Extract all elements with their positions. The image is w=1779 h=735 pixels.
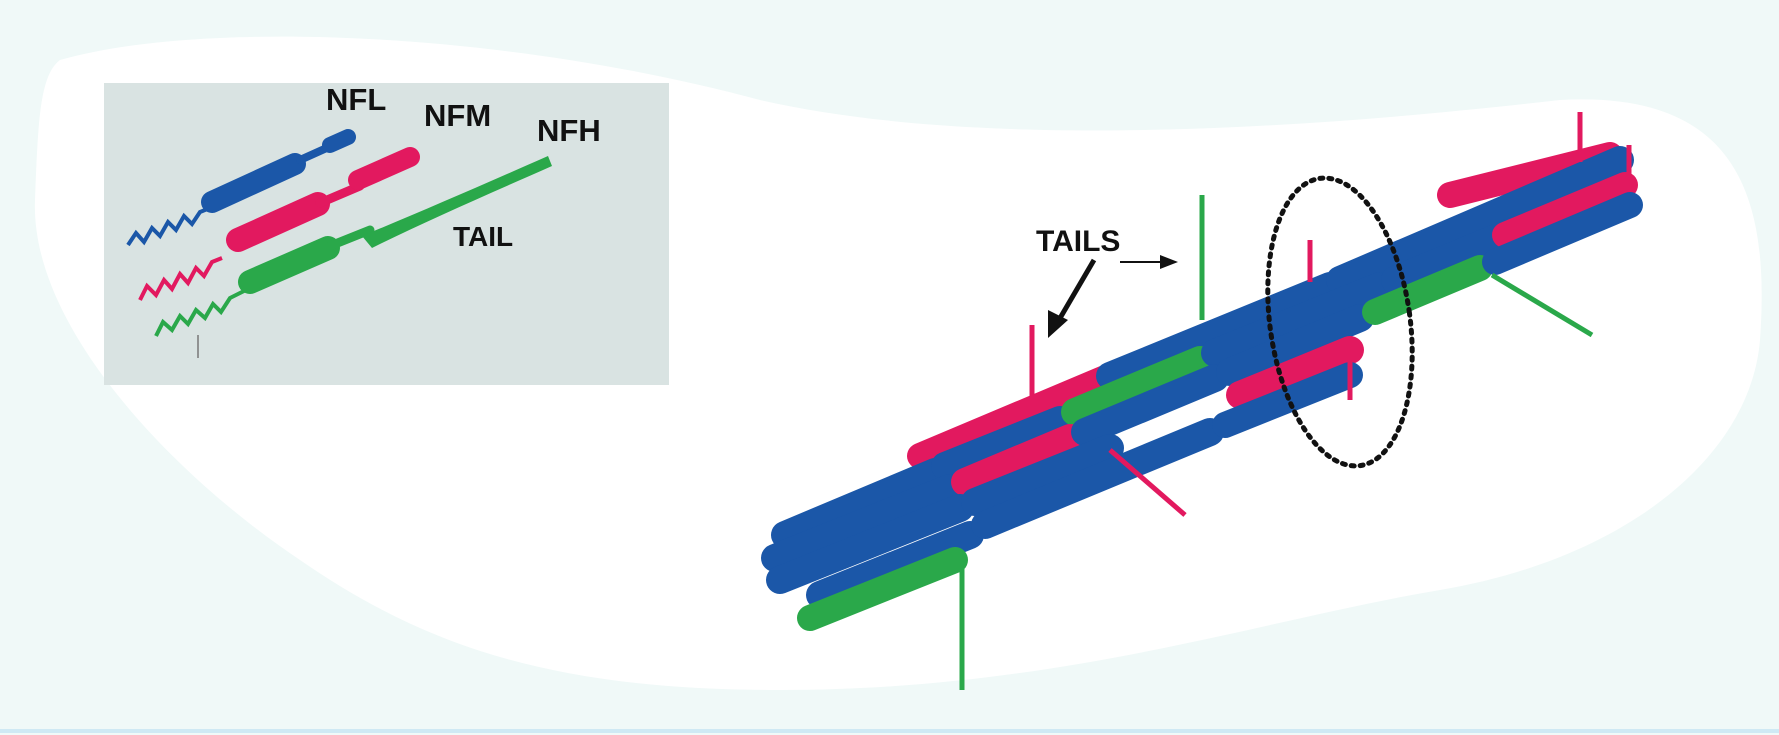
filament-rod xyxy=(797,547,968,631)
filament-rod xyxy=(907,363,1123,469)
nfm-head xyxy=(348,147,420,190)
filament-rod xyxy=(806,521,984,609)
nfm-sidearm xyxy=(1108,448,1187,517)
nfh-long-tail xyxy=(362,156,552,248)
filament-rod xyxy=(1071,364,1229,446)
filament-rod xyxy=(766,494,974,594)
nfl-subunit xyxy=(126,129,356,247)
nfh-tail xyxy=(325,225,375,251)
label-tail: TAIL xyxy=(453,221,513,252)
tails-arrows xyxy=(1048,255,1178,338)
assembled-filament xyxy=(761,112,1643,690)
arrow-head-icon xyxy=(1160,255,1178,269)
label-nfh: NFH xyxy=(537,113,601,148)
filament-rod xyxy=(1096,272,1344,390)
filament-rod xyxy=(971,418,1224,539)
nfm-squiggle xyxy=(138,256,223,301)
filament-rod xyxy=(1061,346,1214,426)
filament-rod xyxy=(771,458,949,549)
filament-rod xyxy=(951,424,1084,496)
nfl-squiggle xyxy=(126,206,211,247)
filament-rod xyxy=(961,434,1124,516)
arrow-shaft xyxy=(1053,258,1097,327)
nfm-subunit xyxy=(138,147,420,301)
filament-rod xyxy=(1492,172,1638,248)
nfh-squiggle xyxy=(154,288,247,337)
filament-rod xyxy=(761,474,964,572)
nfm-rod xyxy=(226,192,330,252)
cross-section-ellipse xyxy=(1265,175,1415,469)
filament-rod xyxy=(1201,272,1394,367)
filament-rod xyxy=(1326,146,1634,294)
label-tails: TAILS xyxy=(1036,225,1120,258)
filament-rod xyxy=(1482,192,1643,275)
nfl-rod xyxy=(201,153,306,213)
nfh-sidearm xyxy=(1490,272,1594,338)
arrow-head-icon xyxy=(1048,310,1068,338)
label-nfm: NFM xyxy=(424,98,491,133)
subunit-inset: NFL NFM NFH TAIL xyxy=(104,82,669,385)
filament-rod xyxy=(1226,336,1364,409)
nfl-head xyxy=(322,129,356,153)
filament-rod xyxy=(1216,304,1374,386)
filament-rod xyxy=(931,406,1074,480)
label-nfl: NFL xyxy=(326,82,386,117)
nfh-subunit xyxy=(154,156,552,337)
nfh-rod xyxy=(238,236,340,294)
filament-rod xyxy=(1362,255,1493,325)
